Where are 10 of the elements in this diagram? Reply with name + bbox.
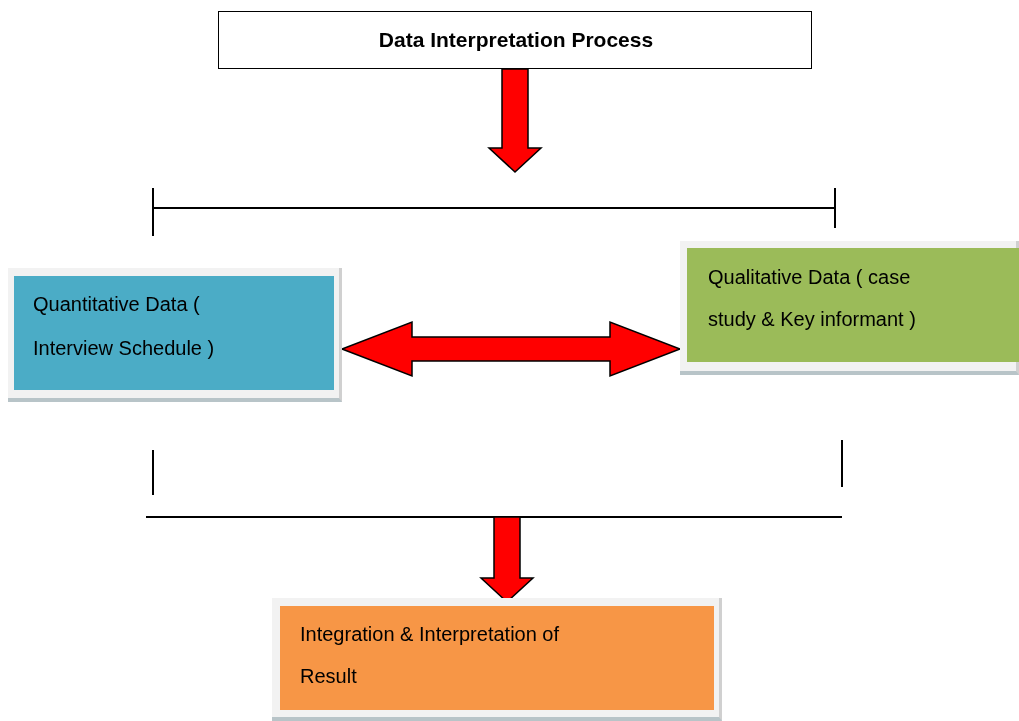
process-box [280,606,714,710]
box-label: Data Interpretation Process [377,27,655,53]
box-label: Qualitative Data ( case study & Key informant ) [708,265,917,332]
box-label: Quantitative Data ( Interview Schedule ) [33,292,216,361]
block-arrow [487,68,543,174]
process-box [14,276,334,390]
double-block-arrow [339,320,683,378]
box-label: Integration & Interpretation of Result [300,622,561,689]
process-box [218,11,812,69]
process-box [687,248,1019,362]
